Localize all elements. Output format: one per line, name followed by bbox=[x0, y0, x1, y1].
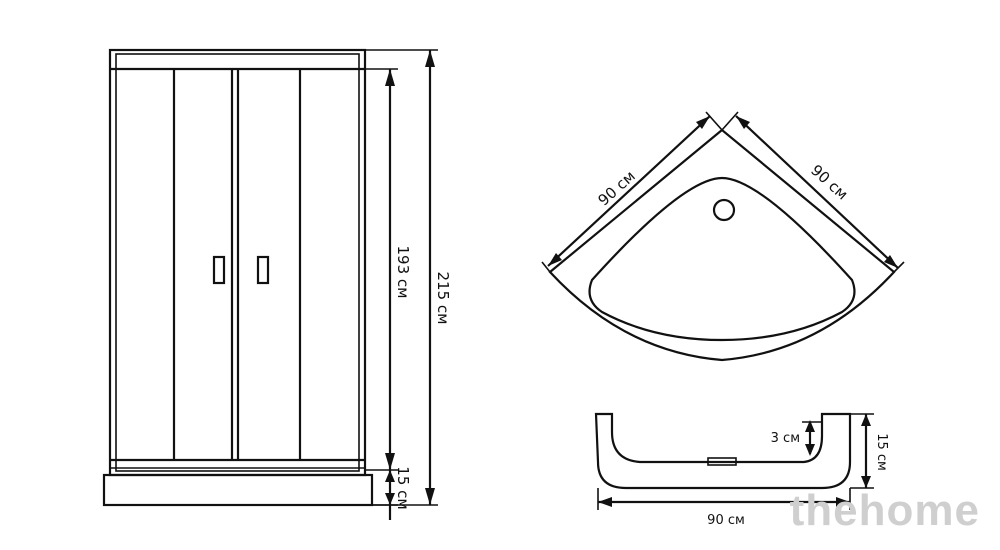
door-handle-right bbox=[256, 255, 270, 285]
dimension-top-left-90 bbox=[541, 111, 723, 273]
watermark-logo: thehome bbox=[790, 486, 980, 535]
dimension-top-right-90 bbox=[721, 111, 905, 273]
dimension-215 bbox=[365, 49, 438, 506]
dimension-193 bbox=[365, 68, 398, 471]
height-inner-label: 193 см bbox=[394, 246, 412, 299]
tray-basin bbox=[588, 176, 856, 342]
top-side-right-label: 90 см bbox=[807, 161, 851, 203]
shower-tray-base bbox=[102, 473, 374, 507]
tray-outline bbox=[548, 128, 896, 362]
cabin-inner-frame bbox=[115, 53, 360, 472]
side-view-tray bbox=[594, 412, 852, 490]
height-total-label: 215 см bbox=[434, 272, 452, 325]
side-depth-label: 3 см bbox=[771, 431, 800, 446]
side-width-label: 90 см bbox=[707, 513, 745, 528]
top-view-tray bbox=[548, 128, 896, 362]
drain-profile bbox=[707, 457, 737, 466]
side-height-label: 15 см bbox=[874, 433, 889, 471]
dimension-side-15 bbox=[850, 413, 874, 489]
front-view-cabin bbox=[102, 48, 374, 507]
dimension-side-width-90 bbox=[597, 488, 851, 510]
tray-profile bbox=[594, 412, 852, 490]
base-height-label: 15 см bbox=[394, 466, 412, 509]
drain-hole bbox=[712, 198, 736, 222]
door-handle-left bbox=[212, 255, 226, 285]
dimension-3 bbox=[802, 420, 822, 456]
